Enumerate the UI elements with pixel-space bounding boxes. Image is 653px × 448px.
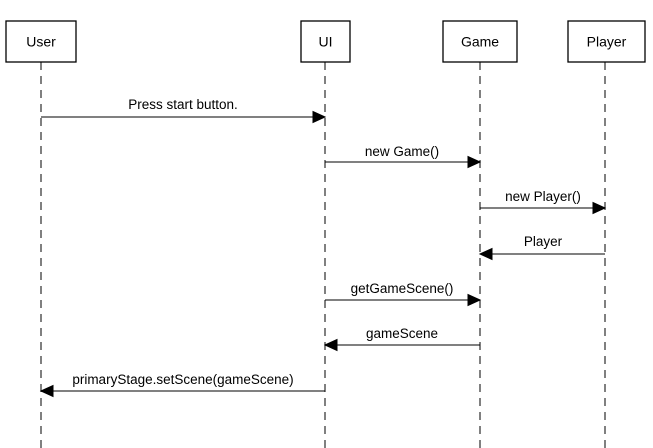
arrow-right-icon xyxy=(467,155,482,169)
arrow-right-icon xyxy=(592,201,607,215)
messages: Press start button. new Game() new Playe… xyxy=(39,97,607,398)
message-label: primaryStage.setScene(gameScene) xyxy=(72,372,293,387)
message-label: new Game() xyxy=(365,144,439,159)
message-label: Press start button. xyxy=(128,97,238,112)
arrow-right-icon xyxy=(312,110,327,124)
message-label: gameScene xyxy=(366,326,438,341)
participant-label: User xyxy=(26,34,56,50)
participants: User UI Game Player xyxy=(5,20,646,63)
message-press-start: Press start button. xyxy=(41,97,327,124)
participant-box xyxy=(567,20,646,63)
message-player-return: Player xyxy=(478,234,605,261)
message-set-scene: primaryStage.setScene(gameScene) xyxy=(39,372,325,398)
message-get-game-scene: getGameScene() xyxy=(325,281,482,307)
participant-label: UI xyxy=(319,34,333,50)
participant-label: Game xyxy=(461,34,499,50)
participant-player: Player xyxy=(567,20,646,63)
message-label: Player xyxy=(524,234,563,249)
participant-box xyxy=(5,20,77,63)
arrow-left-icon xyxy=(323,338,338,352)
lifelines xyxy=(40,62,606,448)
arrow-left-icon xyxy=(478,247,493,261)
participant-user: User xyxy=(5,20,77,63)
participant-box xyxy=(300,20,351,63)
message-label: getGameScene() xyxy=(351,281,454,296)
participant-label: Player xyxy=(587,34,627,50)
arrow-left-icon xyxy=(39,384,54,398)
message-new-player: new Player() xyxy=(480,189,607,215)
participant-game: Game xyxy=(442,20,518,63)
message-new-game: new Game() xyxy=(325,144,482,169)
participant-ui: UI xyxy=(300,20,351,63)
message-game-scene-return: gameScene xyxy=(323,326,480,352)
message-label: new Player() xyxy=(505,189,581,204)
arrow-right-icon xyxy=(467,293,482,307)
participant-box xyxy=(442,20,518,63)
